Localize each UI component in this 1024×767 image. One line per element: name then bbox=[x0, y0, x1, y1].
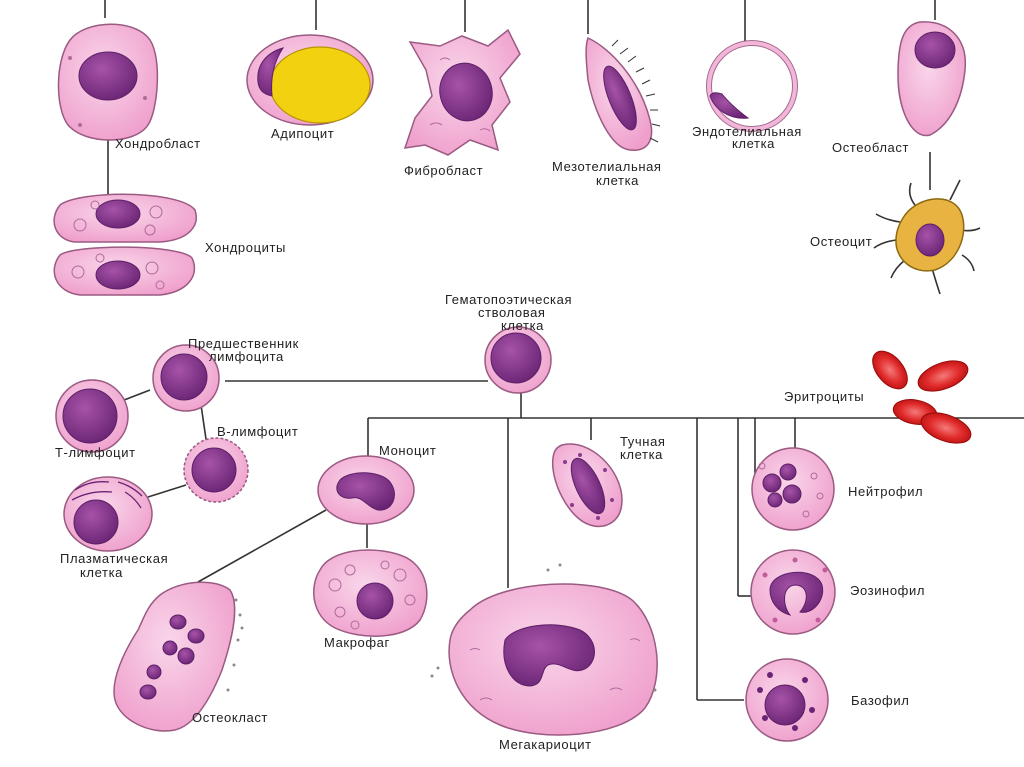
osteoblast-cell bbox=[897, 21, 967, 137]
mast-cell bbox=[551, 443, 623, 528]
label-mesothelial-line1: Мезотелиальная bbox=[552, 159, 662, 174]
label-osteoblast: Остеобласт bbox=[832, 140, 909, 155]
label-endothelial-line1: Эндотелиальная bbox=[692, 124, 802, 139]
label-t-lymphocyte: Т-лимфоцит bbox=[55, 445, 136, 460]
label-osteocyte: Остеоцит bbox=[810, 234, 872, 249]
label-mast-line2: клетка bbox=[620, 447, 663, 462]
label-erythrocytes: Эритроциты bbox=[784, 389, 864, 404]
label-monocyte: Моноцит bbox=[379, 443, 436, 458]
adipocyte-cell bbox=[246, 34, 374, 126]
label-plasma-line2: клетка bbox=[80, 565, 123, 580]
megakaryocyte-cell bbox=[430, 563, 658, 736]
plasma-cell bbox=[63, 476, 153, 552]
labels: Хондробласт Адипоцит Фибробласт Мезотели… bbox=[55, 124, 925, 752]
label-hsc-line3: клетка bbox=[501, 318, 544, 333]
label-adipocyte: Адипоцит bbox=[271, 126, 334, 141]
label-plasma-line1: Плазматическая bbox=[60, 551, 168, 566]
label-basophil: Базофил bbox=[851, 693, 909, 708]
t-lymphocyte-cell bbox=[55, 379, 129, 453]
chondroblast-cell bbox=[57, 23, 159, 141]
label-b-lymphocyte: В-лимфоцит bbox=[217, 424, 298, 439]
fibroblast-cell bbox=[403, 28, 521, 156]
label-mesothelial-line2: клетка bbox=[596, 173, 639, 188]
connector-lines bbox=[104, 0, 1024, 701]
erythrocytes-cells bbox=[872, 350, 972, 444]
label-lymph-precursor-line1: Предшественник bbox=[188, 336, 299, 351]
label-chondrocytes: Хондроциты bbox=[205, 240, 286, 255]
label-endothelial-line2: клетка bbox=[732, 136, 775, 151]
osteoclast-cell bbox=[113, 581, 244, 732]
eosinophil-cell bbox=[750, 549, 836, 635]
b-lymphocyte-cell bbox=[183, 437, 249, 503]
hematopoietic-stem-cell bbox=[484, 326, 552, 394]
label-hsc-line1: Гематопоэтическая bbox=[445, 292, 572, 307]
label-lymph-precursor-line2: лимфоцита bbox=[209, 349, 284, 364]
label-osteoclast: Остеокласт bbox=[192, 710, 268, 725]
label-chondroblast: Хондробласт bbox=[115, 136, 201, 151]
osteocyte-cell bbox=[873, 179, 981, 295]
basophil-cell bbox=[745, 658, 829, 742]
label-neutrophil: Нейтрофил bbox=[848, 484, 923, 499]
mesothelial-cell bbox=[585, 36, 661, 151]
label-eosinophil: Эозинофил bbox=[850, 583, 925, 598]
neutrophil-cell bbox=[751, 447, 835, 531]
label-megakaryocyte: Мегакариоцит bbox=[499, 737, 592, 752]
macrophage-cell bbox=[313, 549, 428, 637]
lymphocyte-precursor-cell bbox=[152, 344, 220, 412]
monocyte-cell bbox=[317, 455, 415, 525]
label-hsc-line2: стволовая bbox=[478, 305, 546, 320]
label-mast-line1: Тучная bbox=[620, 434, 666, 449]
endothelial-cell bbox=[706, 40, 798, 132]
chondrocytes-cells bbox=[53, 193, 197, 296]
label-fibroblast: Фибробласт bbox=[404, 163, 483, 178]
label-macrophage: Макрофаг bbox=[324, 635, 390, 650]
